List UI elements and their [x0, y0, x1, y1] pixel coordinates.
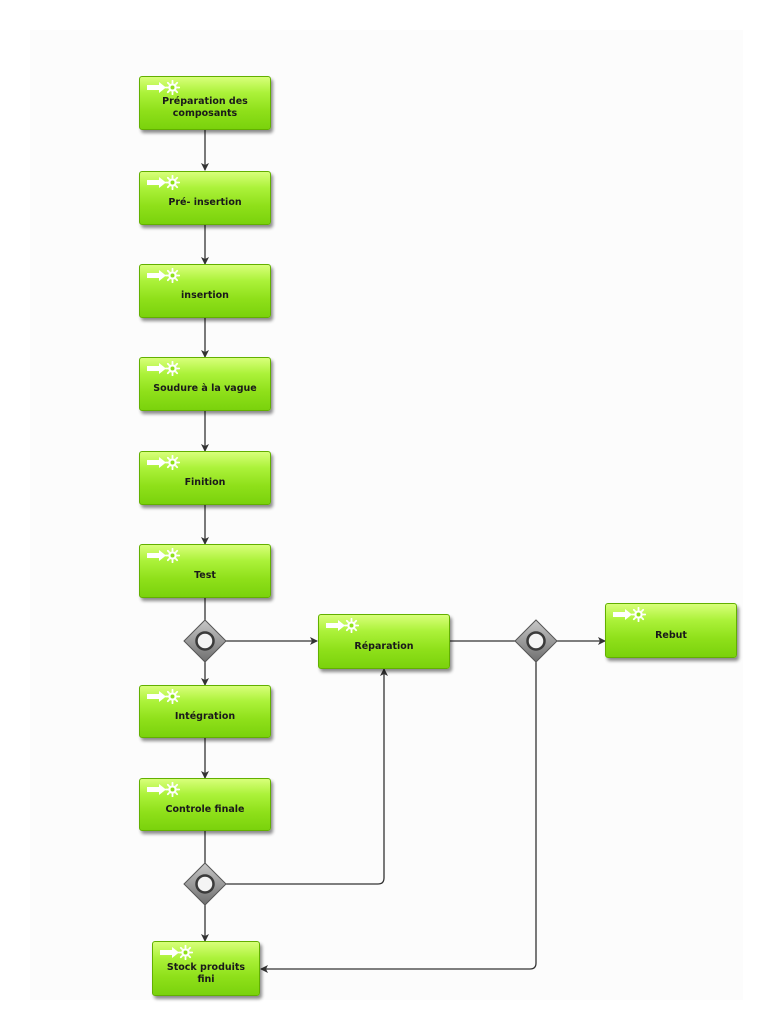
task-label: Préparation des composants [162, 96, 248, 119]
task-reparation[interactable]: Réparation [318, 614, 450, 669]
task-label: Intégration [174, 710, 236, 722]
function-icon [146, 689, 180, 704]
function-icon [146, 455, 180, 470]
task-pre-insertion[interactable]: Pré- insertion [139, 171, 271, 225]
edge-gateway2-stock [260, 662, 537, 973]
function-icon [146, 80, 180, 95]
function-icon [325, 618, 359, 633]
task-soudure[interactable]: Soudure à la vague [139, 357, 271, 411]
task-label: Pré- insertion [168, 197, 242, 208]
edge-gateway3-reparation [226, 668, 388, 885]
task-finition[interactable]: Finition [139, 451, 271, 505]
task-label: Finition [184, 477, 226, 488]
task-label: Rebut [655, 629, 687, 641]
task-label: Réparation [354, 640, 414, 652]
xor-gateway-3 [183, 862, 227, 906]
function-icon [146, 361, 180, 376]
task-insertion[interactable]: insertion [139, 264, 271, 318]
function-icon [146, 782, 180, 797]
function-icon [159, 945, 193, 960]
task-label: insertion [181, 290, 229, 301]
function-icon [612, 607, 646, 622]
task-label: Test [194, 570, 216, 581]
task-integration[interactable]: Intégration [139, 685, 271, 738]
task-controle-finale[interactable]: Controle finale [139, 778, 271, 831]
task-stock[interactable]: Stock produits fini [152, 941, 260, 996]
function-icon [146, 268, 180, 283]
task-label: Controle finale [165, 803, 245, 815]
task-label: Stock produits fini [166, 961, 246, 985]
xor-gateway-2 [514, 619, 558, 663]
task-label: Soudure à la vague [153, 383, 257, 394]
task-preparation[interactable]: Préparation des composants [139, 76, 271, 130]
task-rebut[interactable]: Rebut [605, 603, 737, 658]
xor-gateway-1 [183, 619, 227, 663]
task-test[interactable]: Test [139, 544, 271, 598]
function-icon [146, 175, 180, 190]
function-icon [146, 548, 180, 563]
